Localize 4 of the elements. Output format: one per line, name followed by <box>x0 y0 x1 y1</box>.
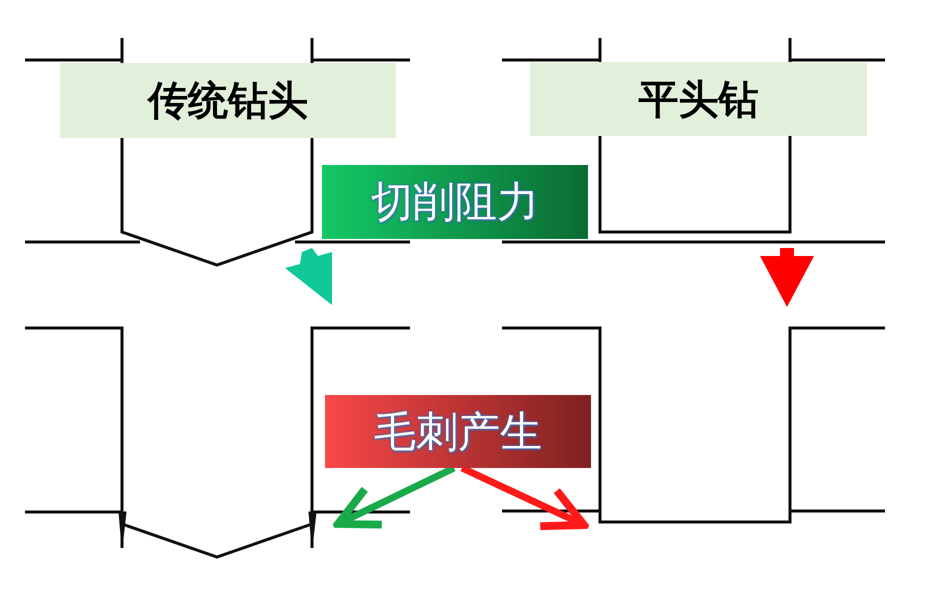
title-box: 传统钻头 <box>60 63 396 138</box>
callout-box: 毛刺产生 <box>325 395 591 468</box>
title-box: 平头钻 <box>530 62 867 136</box>
callout-box: 切削阻力 <box>322 165 588 239</box>
